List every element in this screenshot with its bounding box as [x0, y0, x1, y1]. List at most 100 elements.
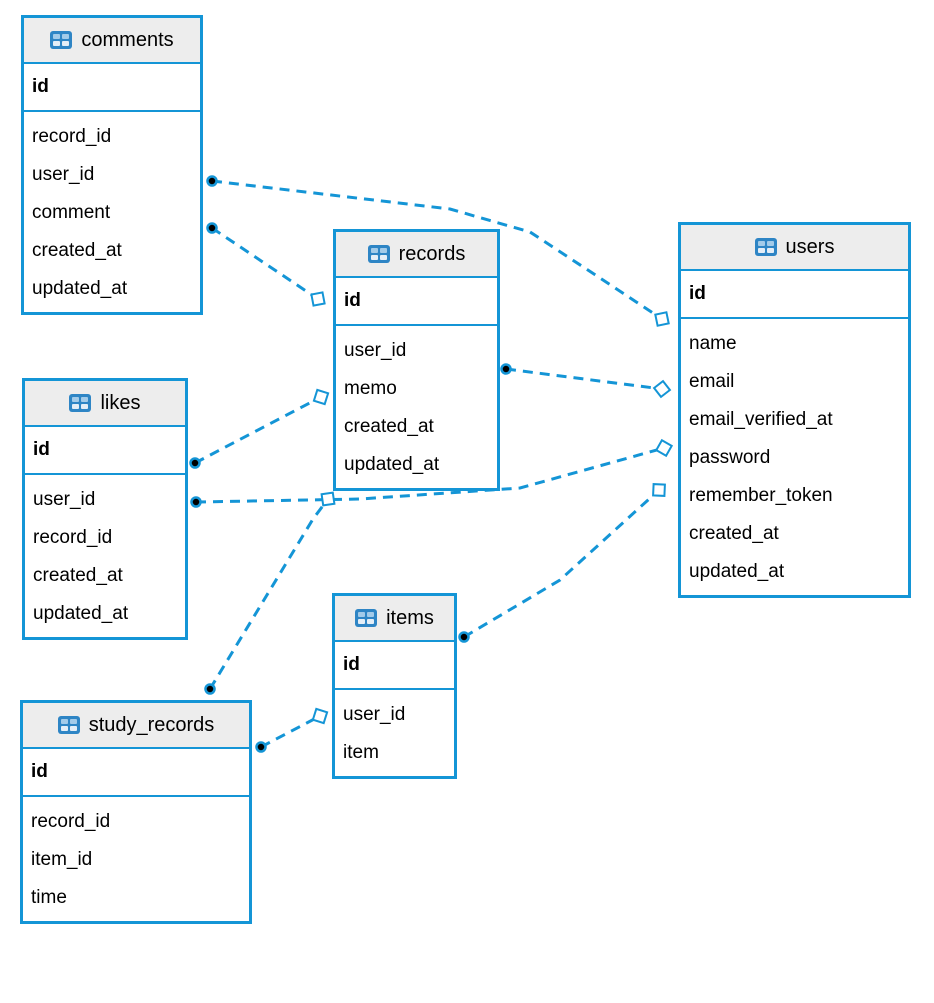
connection-line[interactable] [463, 488, 661, 639]
connection-line[interactable] [211, 179, 663, 321]
table-title: users [785, 235, 835, 258]
diamond-endpoint-icon [654, 438, 674, 458]
diamond-endpoint-icon [654, 311, 670, 327]
field-row[interactable]: record_id [33, 527, 113, 548]
pk-row[interactable]: id [335, 642, 454, 690]
field-row[interactable]: email [689, 371, 735, 392]
table-title: comments [81, 28, 174, 51]
table-users-header[interactable]: users [681, 225, 908, 271]
connection-items-to-users[interactable] [458, 483, 666, 643]
field-row[interactable]: record_id [32, 126, 112, 147]
dot-endpoint-icon [206, 175, 218, 187]
table-study-records-header[interactable]: study_records [23, 703, 249, 749]
table-users[interactable]: users id name email email_verified_at pa… [678, 222, 911, 598]
table-title: study_records [88, 713, 215, 736]
field-list: record_id user_id comment created_at upd… [24, 112, 200, 312]
table-likes[interactable]: likes id user_id record_id created_at up… [22, 378, 188, 640]
field-row[interactable]: name [689, 333, 737, 354]
diamond-endpoint-icon [320, 491, 336, 507]
field-row[interactable]: password [689, 447, 771, 468]
pk-label: id [689, 283, 706, 304]
pk-row[interactable]: id [336, 278, 497, 326]
connection-records-to-users[interactable] [500, 363, 672, 399]
pk-label: id [343, 654, 360, 675]
pk-label: id [31, 761, 48, 782]
table-comments[interactable]: comments id record_id user_id comment cr… [21, 15, 203, 315]
pk-row[interactable]: id [23, 749, 249, 797]
table-icon [355, 609, 378, 627]
pk-label: id [32, 76, 49, 97]
connection-line[interactable] [195, 446, 665, 504]
table-items[interactable]: items id user_id item [332, 593, 457, 779]
table-title: records [398, 242, 466, 265]
dot-endpoint-icon [189, 457, 201, 469]
field-row[interactable]: comment [32, 202, 111, 223]
diamond-endpoint-icon [652, 379, 672, 399]
table-study-records[interactable]: study_records id record_id item_id time [20, 700, 252, 924]
connection-line[interactable] [194, 395, 322, 465]
field-row[interactable]: item [343, 742, 379, 763]
table-icon [754, 238, 777, 256]
field-row[interactable]: created_at [344, 416, 434, 437]
field-row[interactable]: time [31, 887, 67, 908]
table-title: likes [100, 391, 141, 414]
connection-likes-to-records[interactable] [189, 388, 330, 469]
pk-row[interactable]: id [681, 271, 908, 319]
connection-comments-to-users[interactable] [206, 175, 670, 327]
connection-line[interactable] [505, 367, 663, 391]
field-row[interactable]: updated_at [33, 603, 129, 624]
connection-likes-to-users[interactable] [190, 438, 674, 508]
dot-endpoint-icon [500, 363, 512, 375]
field-list: name email email_verified_at password re… [681, 319, 908, 595]
dot-endpoint-icon [190, 496, 202, 508]
field-row[interactable]: email_verified_at [689, 409, 833, 430]
dot-endpoint-icon [255, 741, 267, 753]
table-records[interactable]: records id user_id memo created_at updat… [333, 229, 500, 491]
pk-row[interactable]: id [25, 427, 185, 475]
diamond-endpoint-icon [312, 388, 330, 406]
connection-line[interactable] [260, 714, 321, 749]
connection-comments-to-records[interactable] [206, 222, 326, 307]
field-row[interactable]: record_id [31, 811, 111, 832]
diamond-endpoint-icon [310, 291, 326, 307]
field-row[interactable]: user_id [33, 489, 96, 510]
field-row[interactable]: created_at [33, 565, 123, 586]
table-comments-header[interactable]: comments [24, 18, 200, 64]
pk-row[interactable]: id [24, 64, 200, 112]
field-list: user_id record_id created_at updated_at [25, 475, 185, 637]
dot-endpoint-icon [206, 222, 218, 234]
table-likes-header[interactable]: likes [25, 381, 185, 427]
field-list: user_id item [335, 690, 454, 776]
field-row[interactable]: user_id [343, 704, 406, 725]
pk-label: id [33, 439, 50, 460]
table-records-header[interactable]: records [336, 232, 497, 278]
table-items-header[interactable]: items [335, 596, 454, 642]
dot-endpoint-icon [204, 683, 216, 695]
connection-line[interactable] [208, 498, 330, 690]
field-row[interactable]: user_id [32, 164, 95, 185]
diamond-endpoint-icon [311, 707, 329, 725]
field-row[interactable]: updated_at [344, 454, 440, 475]
connection-line[interactable] [211, 226, 319, 301]
table-title: items [386, 606, 434, 629]
table-icon [50, 31, 73, 49]
field-row[interactable]: created_at [32, 240, 122, 261]
pk-label: id [344, 290, 361, 311]
connection-study_records-to-items[interactable] [255, 707, 329, 753]
field-row[interactable]: updated_at [689, 561, 785, 582]
table-icon [367, 245, 390, 263]
diamond-endpoint-icon [652, 483, 666, 497]
table-icon [57, 716, 80, 734]
field-list: record_id item_id time [23, 797, 249, 921]
table-icon [69, 394, 92, 412]
field-row[interactable]: remember_token [689, 485, 833, 506]
dot-endpoint-icon [458, 631, 470, 643]
field-row[interactable]: memo [344, 378, 397, 399]
field-row[interactable]: created_at [689, 523, 779, 544]
field-row[interactable]: user_id [344, 340, 407, 361]
connection-study_records-to-records[interactable] [204, 491, 336, 695]
field-row[interactable]: updated_at [32, 278, 128, 299]
field-row[interactable]: item_id [31, 849, 93, 870]
field-list: user_id memo created_at updated_at [336, 326, 497, 488]
